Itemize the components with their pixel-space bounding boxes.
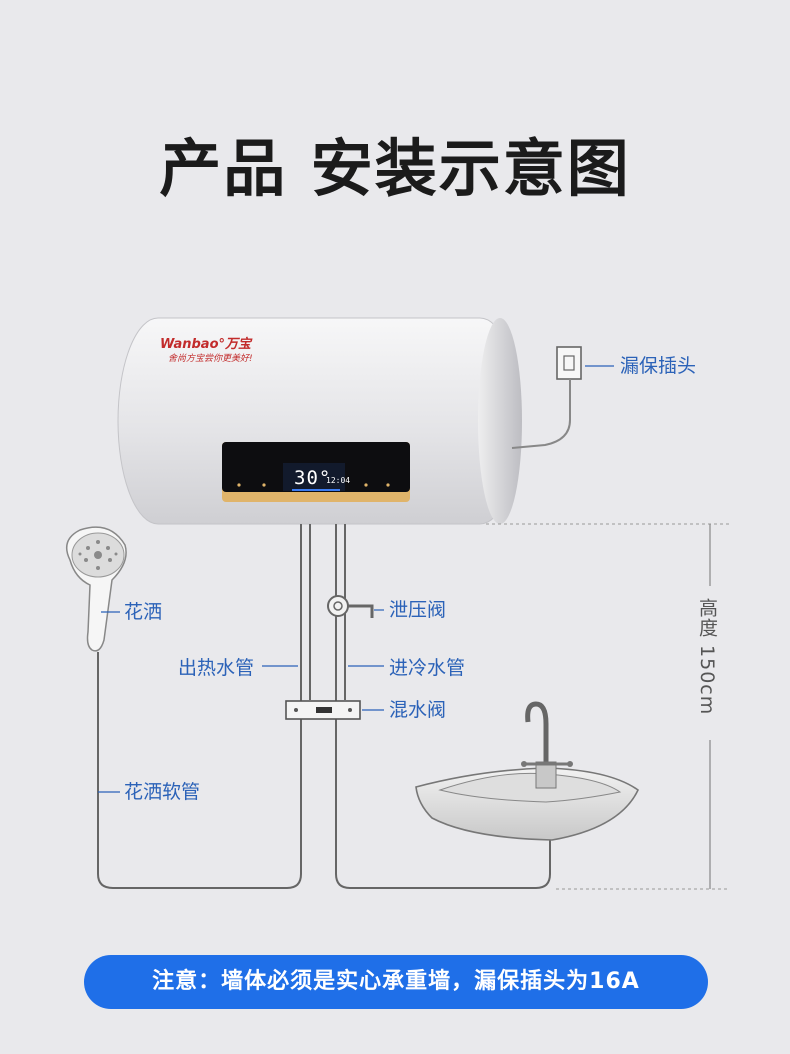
hose-label: 花洒软管 — [124, 781, 201, 803]
brand-logo: Wanbao°万宝 — [160, 337, 251, 352]
relief-valve-icon — [327, 595, 384, 618]
shower-head-icon — [65, 526, 127, 793]
water-heater — [117, 317, 522, 525]
height-label: 高度 150cm — [696, 598, 718, 716]
mixing-valve-icon — [285, 700, 384, 720]
basin-icon — [415, 701, 640, 841]
mixing-valve-label: 混水阀 — [389, 699, 447, 721]
hot-pipe-label: 出热水管 — [178, 657, 255, 679]
height-dimension — [486, 523, 730, 890]
notice-banner: 注意：墙体必须是实心承重墙，漏保插头为16A — [84, 955, 708, 1009]
plug-icon — [511, 346, 614, 449]
brand-slogan: 舍尚方宝尝你更美好! — [168, 354, 253, 364]
shower-label: 花洒 — [124, 601, 163, 623]
clock-display: 12:04 — [326, 476, 351, 485]
cold-pipe-label: 进冷水管 — [389, 657, 466, 679]
relief-valve-label: 泄压阀 — [389, 599, 447, 621]
plug-label: 漏保插头 — [620, 355, 697, 377]
temperature-display: 30° — [294, 467, 332, 489]
hot-water-pipe — [97, 524, 311, 889]
page-title: 产品 安装示意图 — [159, 132, 631, 205]
